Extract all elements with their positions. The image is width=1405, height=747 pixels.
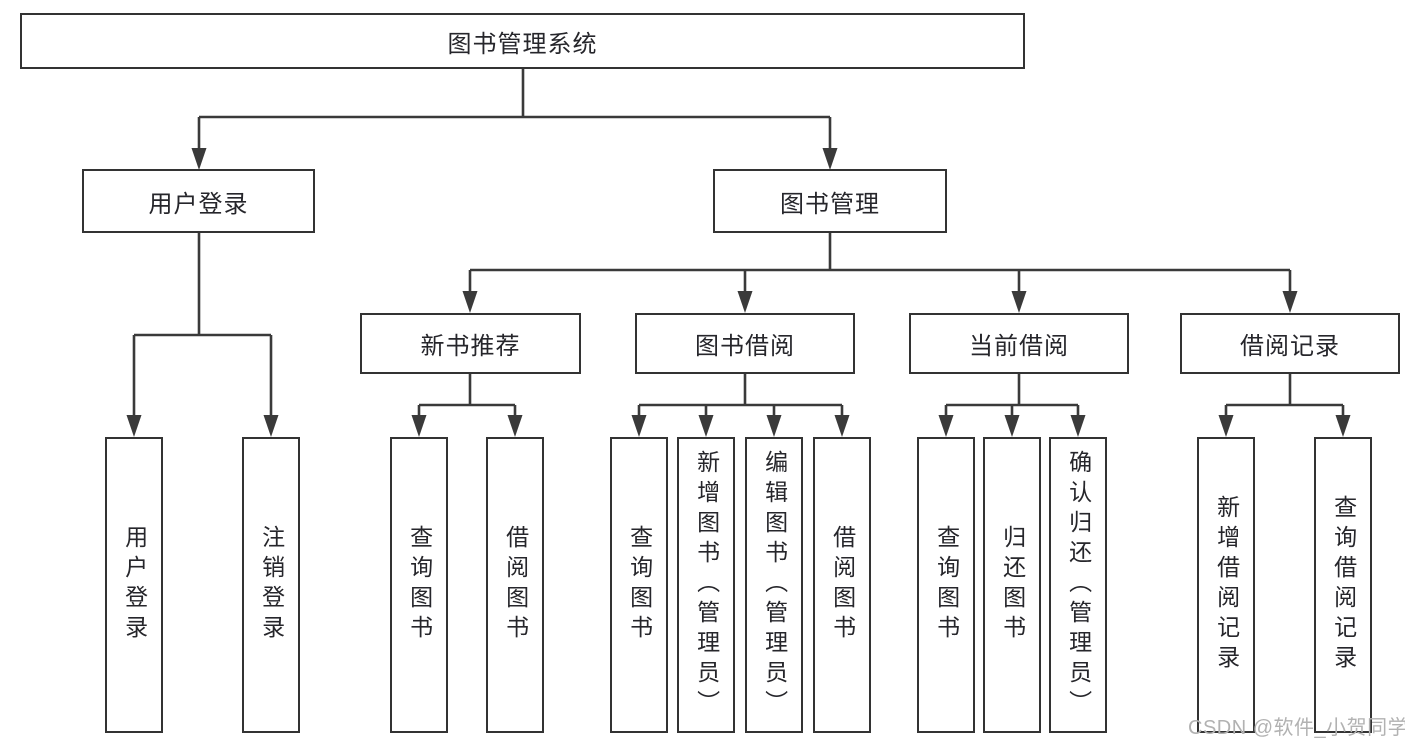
leaf-label: 查询借阅记录 <box>1330 495 1357 675</box>
node-user-login: 用户登录 <box>82 169 315 233</box>
node-new-book-recommend: 新书推荐 <box>360 313 581 374</box>
node-book-management: 图书管理 <box>713 169 947 233</box>
leaf-add-books-admin: 新增图书（管理员） <box>677 437 735 733</box>
leaf-label: 用户登录 <box>121 525 148 645</box>
leaf-query-books-recommend: 查询图书 <box>390 437 448 733</box>
leaf-label: 注销登录 <box>258 525 285 645</box>
leaf-label: 借阅图书 <box>829 525 856 645</box>
leaf-query-books-current: 查询图书 <box>917 437 975 733</box>
leaf-query-borrow-record: 查询借阅记录 <box>1314 437 1372 733</box>
leaf-label: 编辑图书（管理员） <box>761 450 788 720</box>
node-current-borrow: 当前借阅 <box>909 313 1129 374</box>
node-root-system: 图书管理系统 <box>20 13 1025 69</box>
leaf-borrow-books-recommend: 借阅图书 <box>486 437 544 733</box>
leaf-add-borrow-record: 新增借阅记录 <box>1197 437 1255 733</box>
leaf-label: 查询图书 <box>933 525 960 645</box>
leaf-borrow-books: 借阅图书 <box>813 437 871 733</box>
csdn-watermark: CSDN @软件_小贺同学 <box>1188 717 1405 739</box>
leaf-confirm-return-admin: 确认归还（管理员） <box>1049 437 1107 733</box>
node-book-borrow: 图书借阅 <box>635 313 855 374</box>
leaf-label: 借阅图书 <box>502 525 529 645</box>
leaf-user-login: 用户登录 <box>105 437 163 733</box>
leaf-label: 归还图书 <box>999 525 1026 645</box>
leaf-label: 确认归还（管理员） <box>1065 450 1092 720</box>
leaf-query-books-borrow: 查询图书 <box>610 437 668 733</box>
leaf-label: 查询图书 <box>626 525 653 645</box>
node-borrow-records: 借阅记录 <box>1180 313 1400 374</box>
leaf-edit-books-admin: 编辑图书（管理员） <box>745 437 803 733</box>
leaf-return-books: 归还图书 <box>983 437 1041 733</box>
leaf-label: 新增借阅记录 <box>1213 495 1240 675</box>
leaf-label: 新增图书（管理员） <box>693 450 720 720</box>
leaf-logout: 注销登录 <box>242 437 300 733</box>
leaf-label: 查询图书 <box>406 525 433 645</box>
